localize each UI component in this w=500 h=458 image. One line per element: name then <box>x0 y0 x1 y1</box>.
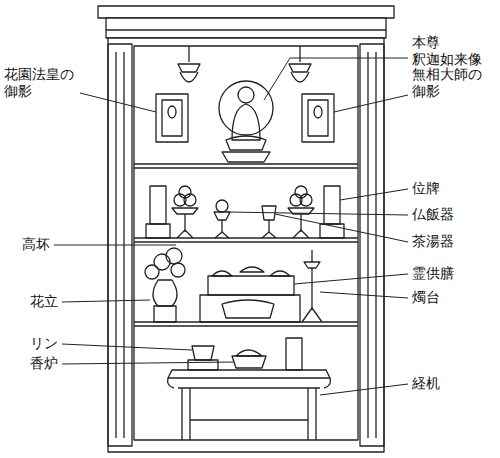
part-label: 位牌 <box>412 180 440 197</box>
part-label: 花園法皇の 御影 <box>4 66 82 100</box>
leader-lines <box>54 58 408 395</box>
part-label: リン <box>30 335 58 352</box>
part-label: 経机 <box>412 375 440 392</box>
part-label: 霊供膳 <box>412 265 454 282</box>
part-label: 花立 <box>30 293 58 310</box>
part-label: 無相大師の 御影 <box>412 66 490 100</box>
part-label: 高坏 <box>22 236 50 253</box>
part-label: 茶湯器 <box>412 233 454 250</box>
part-label: 仏飯器 <box>412 206 454 223</box>
part-label: 本尊 釈迦如来像 <box>412 34 490 68</box>
part-label: 香炉 <box>30 355 58 372</box>
part-label: 燭台 <box>412 289 440 306</box>
